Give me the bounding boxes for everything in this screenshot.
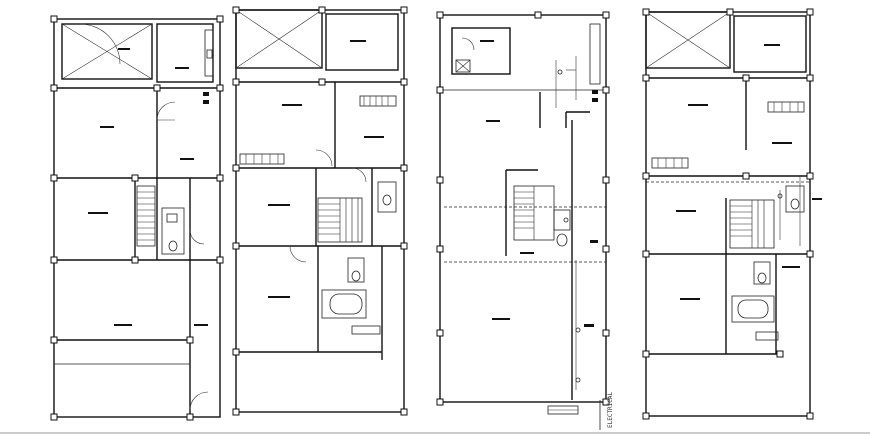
floor-plan-3: ELECTRICAL (436, 11, 614, 430)
floor-plan-4 (642, 8, 822, 420)
vertical-annotation: ELECTRICAL (607, 391, 614, 428)
floor-plan-2 (232, 6, 408, 416)
floor-plan-1 (50, 15, 224, 421)
